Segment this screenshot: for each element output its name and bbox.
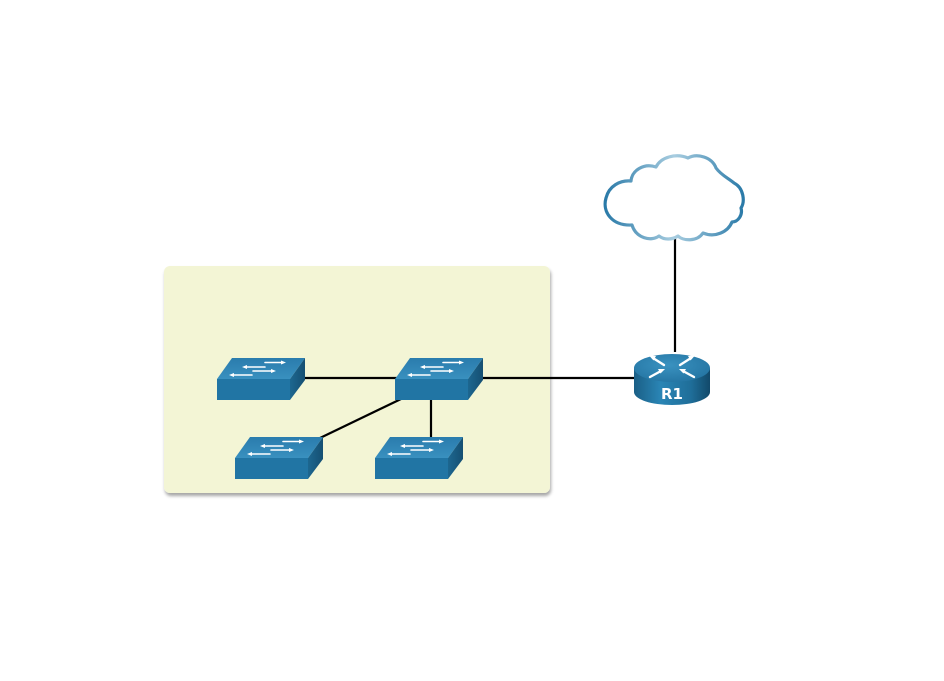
switch-2[interactable] bbox=[394, 357, 484, 401]
lan-area bbox=[164, 266, 550, 493]
switch-icon bbox=[394, 357, 484, 401]
switch-3[interactable] bbox=[234, 436, 324, 480]
switch-1[interactable] bbox=[216, 357, 306, 401]
switch-icon bbox=[374, 436, 464, 480]
router-r1[interactable]: R1 bbox=[634, 354, 710, 405]
link-switch-2-switch-3 bbox=[319, 398, 402, 439]
router-icon bbox=[634, 354, 710, 405]
cloud-icon bbox=[603, 154, 745, 242]
switch-icon bbox=[216, 357, 306, 401]
cloud-outline bbox=[603, 154, 745, 242]
switch-icon bbox=[234, 436, 324, 480]
links bbox=[300, 236, 677, 439]
switch-4[interactable] bbox=[374, 436, 464, 480]
router-label: R1 bbox=[661, 385, 683, 403]
